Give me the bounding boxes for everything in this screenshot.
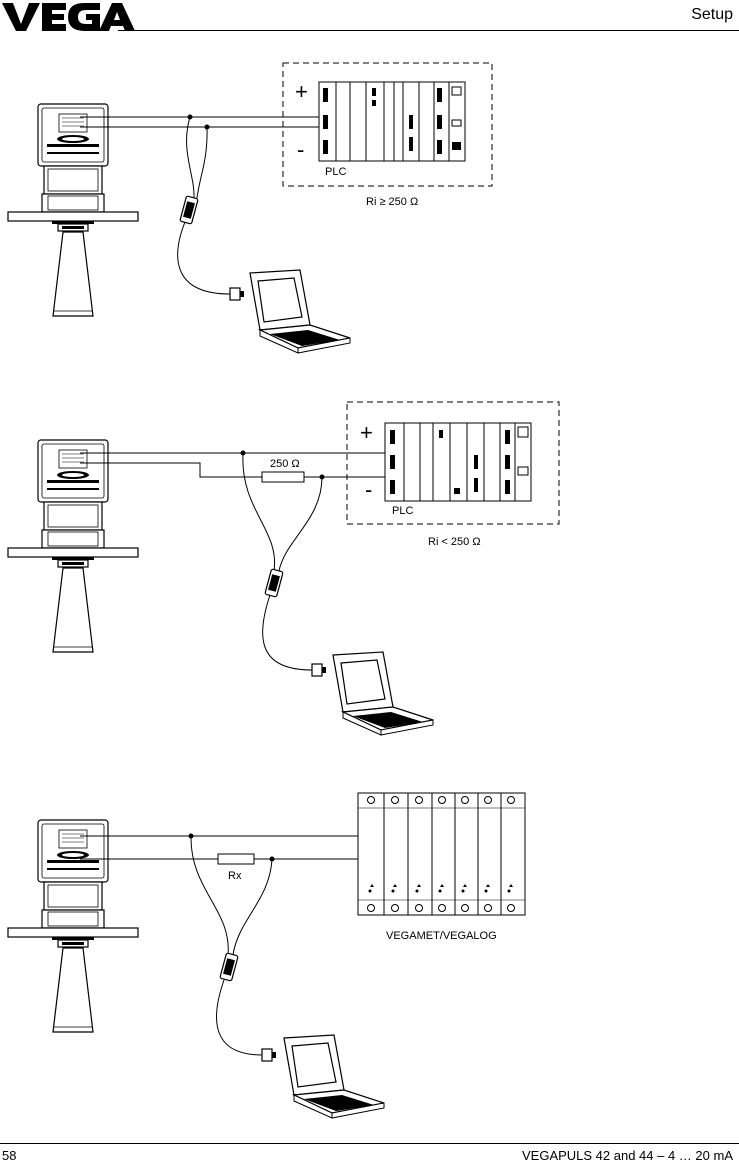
footer-rule	[0, 1143, 739, 1144]
diagram-1: + - PLC Ri ≥ 250 Ω	[7, 62, 493, 354]
laptop-pc	[283, 1034, 385, 1119]
plc-label: PLC	[392, 505, 413, 517]
plc-label: PLC	[325, 166, 346, 178]
device-label: VEGAMET/VEGALOG	[386, 930, 497, 942]
laptop-pc	[332, 651, 434, 736]
interface-adapter	[179, 195, 199, 225]
vegamet-vegalog-rack	[357, 792, 526, 916]
radar-sensor	[7, 819, 139, 1033]
ri-label: Ri ≥ 250 Ω	[366, 196, 418, 208]
resistor-label: Rx	[228, 870, 242, 882]
diagram-3: Rx VEGAMET/VEGALOG	[7, 792, 526, 1119]
section-title: Setup	[691, 6, 733, 23]
plc-rack	[384, 422, 532, 502]
plc-rack	[318, 81, 466, 162]
plc-boundary	[282, 62, 493, 187]
diagram-2: + - 250 Ω PLC Ri < 250 Ω	[7, 401, 560, 736]
laptop-pc	[249, 269, 351, 354]
vega-logo	[2, 3, 135, 31]
plus-terminal: +	[295, 79, 308, 104]
resistor-250	[261, 471, 305, 483]
header-rule	[118, 30, 739, 31]
serial-plug	[261, 1048, 277, 1062]
minus-terminal: -	[365, 477, 372, 502]
document-title: VEGAPULS 42 and 44 – 4 … 20 mA	[521, 1148, 733, 1163]
radar-sensor	[7, 439, 139, 653]
page-number: 58	[2, 1148, 17, 1163]
minus-terminal: -	[297, 137, 304, 162]
resistor-rx	[217, 853, 255, 865]
interface-adapter	[264, 568, 284, 598]
serial-plug	[229, 287, 245, 301]
resistor-label: 250 Ω	[270, 458, 300, 470]
ri-label: Ri < 250 Ω	[428, 536, 481, 548]
plc-boundary	[346, 401, 560, 525]
radar-sensor	[7, 103, 139, 317]
plus-terminal: +	[360, 420, 373, 445]
serial-plug	[311, 663, 327, 677]
interface-adapter	[219, 952, 239, 982]
